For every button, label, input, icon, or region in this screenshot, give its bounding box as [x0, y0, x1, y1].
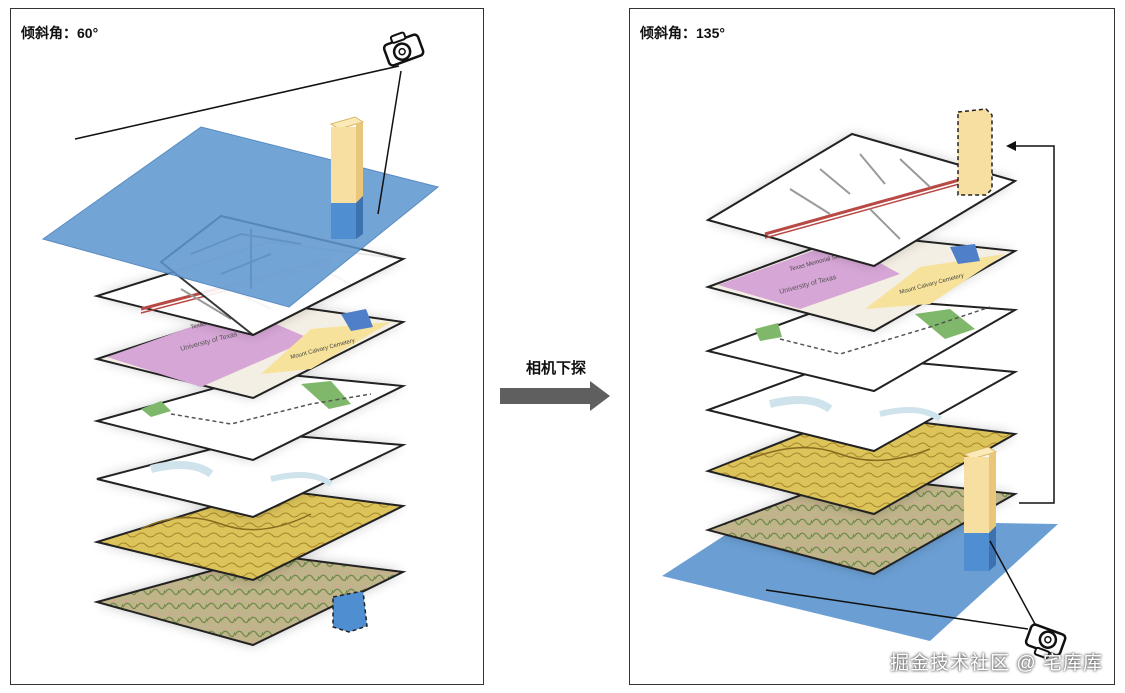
left-panel: 倾斜角：60°: [10, 8, 484, 685]
flip-path-line: [1010, 145, 1055, 504]
right-arrow-icon: [500, 381, 610, 411]
sight-line-down: [377, 70, 402, 215]
building: [962, 446, 998, 571]
camera-icon: [382, 31, 425, 67]
sky-plane: [41, 126, 440, 308]
camera-descend-arrow: 相机下探: [498, 357, 614, 413]
layer-water: [704, 355, 1019, 453]
right-panel: 倾斜角：135°: [629, 8, 1115, 685]
building: [329, 116, 365, 239]
camera-icon: [1024, 623, 1067, 660]
sight-line-bottom: [765, 589, 1029, 630]
layer-parks: [93, 371, 407, 462]
left-layer-stack: University of Texas Texas Memorial Stadi…: [41, 31, 440, 647]
building-reflection: [957, 108, 993, 196]
right-layer-stack: University of Texas Texas Memorial Stadi…: [662, 108, 1067, 660]
building-reflection: [332, 590, 368, 633]
sight-line-up: [989, 540, 1036, 625]
arrow-label: 相机下探: [525, 360, 586, 377]
ground-plane: [662, 519, 1058, 641]
layer-roads: [705, 132, 1018, 268]
left-panel-title: 倾斜角：60°: [21, 25, 99, 41]
layer-parks: [704, 296, 1019, 393]
arrowhead-icon: [1006, 141, 1016, 151]
sight-line-top: [74, 65, 400, 140]
layer-water: [96, 432, 407, 519]
watermark: 掘金技术社区 @ 宅库库: [890, 653, 1103, 674]
right-panel-title: 倾斜角：135°: [640, 25, 725, 41]
